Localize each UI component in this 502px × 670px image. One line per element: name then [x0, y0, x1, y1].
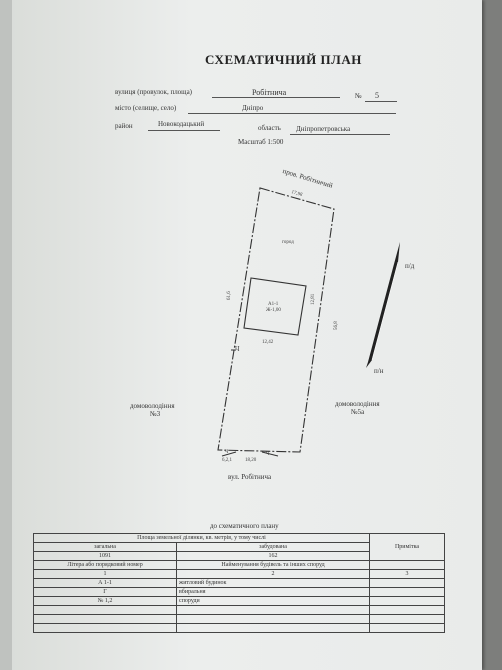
table-row: [32, 605, 445, 615]
row-letter: А 1-1: [32, 578, 178, 588]
header-total: загальна: [32, 542, 178, 552]
left-neighbor-number: №3: [150, 410, 161, 418]
garden-label: город: [282, 240, 294, 245]
row-name: житловий будинок: [176, 578, 370, 588]
col-number-3: 3: [369, 569, 445, 579]
right-dimension: 56,8: [334, 321, 339, 330]
city-value: Дніпро: [242, 104, 264, 112]
left-dimension: 61,6: [227, 291, 232, 300]
left-marker: Ч: [235, 345, 240, 353]
total-value: 1091: [32, 551, 178, 561]
district-value: Новокодацький: [158, 120, 205, 128]
compass-south-label: п/н: [374, 367, 384, 375]
bottom-dimension: 18,20: [245, 458, 257, 463]
right-neighbor-number: №5а: [351, 408, 365, 416]
gate-left-dimension: 6,2,1: [222, 458, 232, 463]
building-bottom-dimension: 12,42: [262, 340, 274, 345]
building-label-1: А1-1: [268, 302, 279, 307]
table-row: [32, 623, 445, 633]
building-right-dimension: 12,81: [311, 293, 316, 305]
district-label: район: [115, 122, 133, 130]
district-underline: [148, 130, 220, 131]
area-table: Площа земельної ділянки, кв. метрів, у т…: [32, 533, 445, 633]
page-title: СХЕМАТИЧНИЙ ПЛАН: [205, 52, 362, 67]
row-name: споруди: [176, 596, 370, 606]
gate-right-label: Ч: [266, 452, 270, 457]
street-plan-label: вул. Робітнича: [228, 473, 272, 481]
region-underline: [290, 134, 390, 135]
street-label: вулиця (провулок, площа): [115, 88, 193, 96]
left-neighbor-label: домоволодіння: [130, 402, 175, 410]
region-value: Дніпропетровська: [296, 125, 351, 133]
gate-left-label: Ч: [225, 450, 229, 455]
table-row: [32, 614, 445, 624]
table-row: № 1,2 споруди: [32, 596, 445, 606]
table-row: Г вбиральня: [32, 587, 445, 597]
col-note-blank: [369, 560, 445, 570]
street-underline: [212, 97, 340, 98]
house-outline: [243, 277, 307, 336]
lot-boundary: [217, 187, 335, 453]
table-row: А 1-1 житловий будинок: [32, 578, 445, 588]
right-neighbor-label: домоволодіння: [335, 400, 380, 408]
scale-label: Масштаб 1:500: [238, 138, 284, 146]
number-value: 5: [375, 91, 379, 100]
row-name: вбиральня: [176, 587, 370, 597]
number-label: №: [355, 92, 362, 100]
gate-right-line: [261, 451, 279, 457]
col-letter-header: Літера або порядковий номер: [32, 560, 178, 570]
city-label: місто (селище, село): [115, 104, 177, 112]
table-caption: до схематичного плану: [210, 522, 279, 530]
street-value: Робітнича: [252, 88, 287, 97]
col-name-header: Найменування будівель та інших споруд: [176, 560, 370, 570]
number-underline: [365, 101, 397, 102]
col-number-1: 1: [32, 569, 178, 579]
compass-north-label: п/д: [405, 262, 415, 270]
header-note: Примітка: [369, 533, 445, 561]
col-number-2: 2: [176, 569, 370, 579]
region-label: область: [258, 124, 281, 132]
city-underline: [188, 113, 396, 114]
row-letter: № 1,2: [32, 596, 178, 606]
page-edge: [0, 0, 12, 670]
built-value: 162: [176, 551, 370, 561]
header-area: Площа земельної ділянки, кв. метрів, у т…: [33, 533, 370, 543]
header-built: забудована: [176, 542, 370, 552]
gate-left-line: [221, 451, 237, 457]
row-letter: Г: [32, 587, 178, 597]
building-label-2: Ж-1,00: [266, 308, 281, 313]
compass-arrow: [366, 242, 400, 368]
